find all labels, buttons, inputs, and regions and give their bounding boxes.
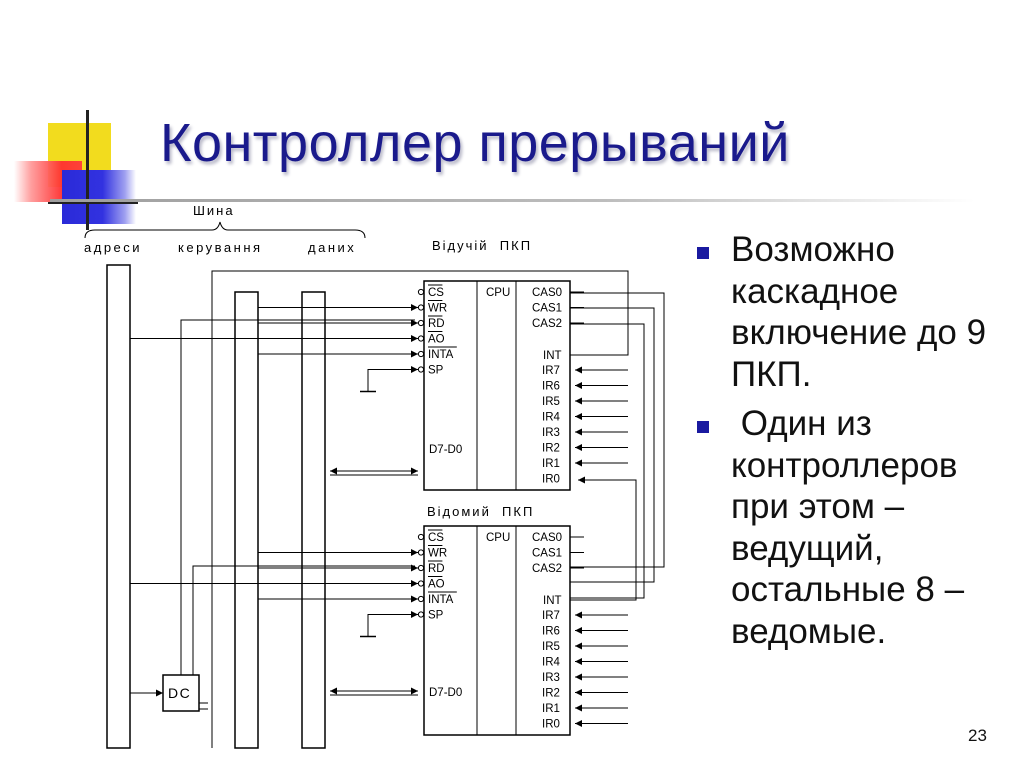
slave-pin-wr: WR [428, 548, 447, 560]
slave-pin-ir0: IR0 [542, 719, 560, 731]
bullet-square-icon [697, 247, 709, 259]
slave-pin-cas2: CAS2 [532, 563, 562, 575]
slave-pin-int: INT [543, 595, 562, 607]
master-pin-ao: AO [428, 334, 445, 346]
master-pin-ir7: IR7 [542, 365, 560, 377]
master-pin-int: INT [543, 350, 562, 362]
master-pin-sp: SP [428, 365, 444, 377]
master-pin-ir5: IR5 [542, 396, 560, 408]
data-bus-label: даних [308, 240, 356, 255]
bus-label: Шина [193, 203, 235, 218]
decor-vertical-line [86, 110, 89, 230]
master-pin-ir4: IR4 [542, 412, 561, 424]
data-bus [301, 291, 326, 749]
master-pin-cs: CS [428, 287, 444, 299]
slave-pin-ir1: IR1 [542, 703, 560, 715]
slave-pin-cs: CS [428, 532, 444, 544]
master-pin-ir1: IR1 [542, 458, 560, 470]
master-pin-cas1: CAS1 [532, 303, 562, 315]
slave-pin-ir2: IR2 [542, 688, 560, 700]
bullet-item-master: Один из контроллеров при этом – ведущий,… [697, 403, 1017, 652]
master-pin-ir6: IR6 [542, 381, 560, 393]
master-pin-ir0: IR0 [542, 474, 560, 486]
slave-pic-label: Відомий ПКП [427, 504, 534, 519]
slave-chip-body [423, 525, 571, 736]
bullet-text-master: Один из контроллеров при этом – ведущий,… [731, 404, 974, 651]
slave-pin-ao: AO [428, 579, 445, 591]
decor-blue-square [62, 170, 136, 224]
slave-pin-ir5: IR5 [542, 641, 560, 653]
bus-brace [84, 221, 366, 239]
slave-pin-inta: INTA [428, 594, 454, 606]
slave-pin-ir3: IR3 [542, 672, 560, 684]
master-pin-rd: RD [428, 318, 445, 330]
slave-pin-d7d0: D7-D0 [429, 687, 462, 699]
cascade-interrupt-controller-diagram: Шина адреси керування даних Відучій ПКП … [84, 203, 665, 749]
bullet-item-cascade: Возможно каскадное включение до 9 ПКП. [697, 229, 1017, 395]
slave-pin-cas1: CAS1 [532, 548, 562, 560]
address-bus-label: адреси [84, 240, 142, 255]
master-chip-body [423, 280, 571, 491]
slide-title: Контроллер прерываний [160, 113, 790, 173]
master-pin-ir3: IR3 [542, 427, 560, 439]
dc-decoder [162, 674, 200, 712]
master-pic-label: Відучій ПКП [432, 238, 532, 253]
master-pin-cas2: CAS2 [532, 318, 562, 330]
address-bus [106, 264, 131, 749]
master-pin-wr: WR [428, 303, 447, 315]
slave-pin-ir4: IR4 [542, 657, 561, 669]
master-pin-cas0: CAS0 [532, 287, 562, 299]
control-bus-label: керування [178, 240, 263, 255]
bullet-text-cascade: Возможно каскадное включение до 9 ПКП. [731, 230, 987, 394]
master-pin-inta: INTA [428, 349, 454, 361]
page-number: 23 [968, 726, 987, 745]
title-underline [50, 199, 975, 202]
master-pin-d7d0: D7-D0 [429, 444, 462, 456]
decor-horizontal-line [48, 202, 138, 204]
dc-label: DC [168, 685, 191, 701]
bullet-square-icon [697, 421, 709, 433]
slave-cpu-label: CPU [486, 532, 510, 544]
slave-pin-ir6: IR6 [542, 626, 560, 638]
control-bus [234, 291, 259, 749]
slave-pin-cas0: CAS0 [532, 532, 562, 544]
slave-pin-rd: RD [428, 563, 445, 575]
slave-pin-ir7: IR7 [542, 610, 560, 622]
master-cpu-label: CPU [486, 287, 510, 299]
bullet-list: Возможно каскадное включение до 9 ПКП. О… [697, 229, 1017, 652]
slave-pin-sp: SP [428, 610, 444, 622]
master-pin-ir2: IR2 [542, 443, 560, 455]
